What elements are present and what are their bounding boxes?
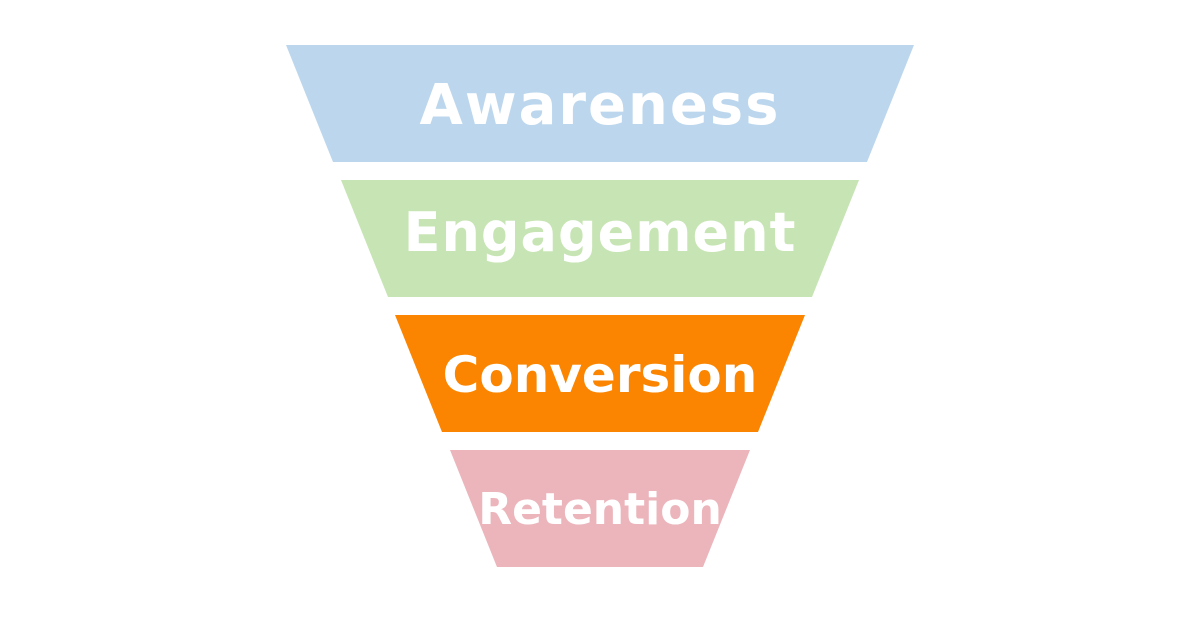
- funnel-stage-awareness-shape: [286, 45, 914, 162]
- funnel-stage-retention-shape: [450, 450, 750, 567]
- funnel-stage-retention-label: Retention: [478, 484, 722, 535]
- funnel-stage-conversion-label: Conversion: [443, 346, 758, 404]
- funnel-stage-conversion-shape: [395, 315, 805, 432]
- funnel-stage-engagement-shape: [341, 180, 859, 297]
- funnel-stage-awareness-label: Awareness: [420, 73, 781, 138]
- funnel-stage-engagement-label: Engagement: [404, 201, 797, 264]
